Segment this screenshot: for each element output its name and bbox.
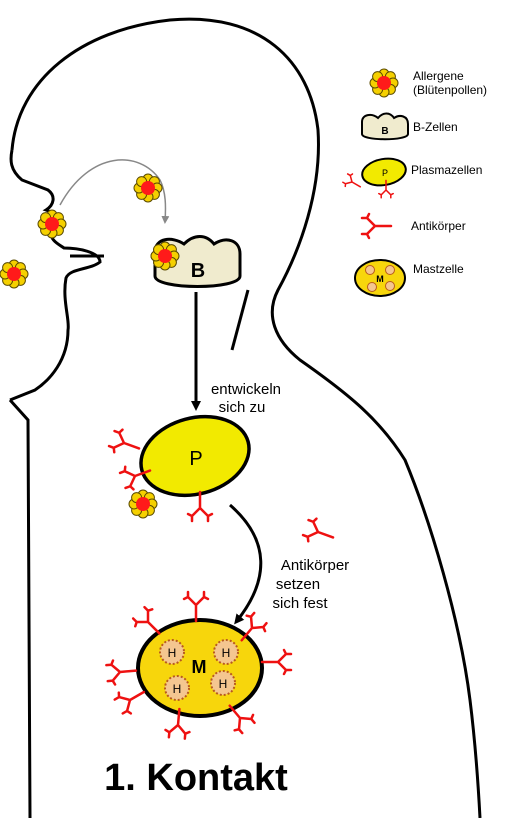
diagram-title: 1. Kontakt: [104, 757, 288, 799]
pollen-allergen: [0, 260, 28, 288]
develop-label-line1: entwickeln: [211, 381, 281, 398]
antibody-icon: [342, 172, 364, 193]
legend-antibody-label: Antikörper: [411, 219, 466, 233]
plasma-cell-letter: P: [189, 448, 202, 470]
b-cell-letter: B: [191, 260, 205, 282]
legend-mast-icon: M: [355, 260, 405, 296]
svg-text:H: H: [168, 646, 177, 660]
antibody-icon: [262, 650, 291, 674]
legend-plasma-label: Plasmazellen: [411, 163, 482, 177]
plasma-cell: P: [132, 405, 258, 507]
histamine-granule: H: [165, 676, 189, 700]
pollen-allergen: [151, 242, 179, 270]
neck-back: [232, 290, 248, 350]
histamine-granule: H: [211, 671, 235, 695]
svg-text:P: P: [382, 168, 388, 178]
histamine-granule: H: [160, 640, 184, 664]
legend: Allergene (Blütenpollen) B B-Zellen P Pl…: [342, 69, 487, 296]
attach-label-line1: Antikörper: [281, 557, 349, 574]
svg-text:B: B: [381, 126, 388, 137]
attach-arrow: [230, 505, 261, 622]
svg-text:H: H: [219, 677, 228, 691]
legend-b-cell-icon: B: [362, 114, 408, 140]
legend-allergen-label-2: (Blütenpollen): [413, 83, 487, 97]
pollen-allergen: [129, 490, 157, 518]
legend-allergen-label-1: Allergene: [413, 69, 464, 83]
attach-label-line3: sich fest: [272, 595, 328, 612]
svg-text:M: M: [376, 274, 384, 284]
legend-plasma-icon: P: [360, 155, 408, 188]
histamine-granule: H: [214, 640, 238, 664]
legend-b-cell-label: B-Zellen: [413, 120, 458, 134]
antibody-icon: [108, 427, 143, 459]
svg-text:H: H: [173, 682, 182, 696]
mast-cell: H H H H M: [138, 620, 262, 716]
antibody-icon: [184, 592, 208, 621]
pollen-allergen: [38, 210, 66, 238]
legend-mast-label: Mastzelle: [413, 262, 464, 276]
attach-label-line2: setzen: [276, 576, 320, 593]
mast-cell-letter: M: [192, 657, 207, 677]
antibody-icon: [302, 516, 337, 548]
legend-pollen-icon: [370, 69, 398, 97]
legend-antibody-icon: [362, 214, 391, 238]
antibody-icon: [106, 659, 137, 685]
svg-text:H: H: [222, 646, 231, 660]
develop-label-line2: sich zu: [219, 399, 266, 416]
pollen-allergen: [134, 174, 162, 202]
